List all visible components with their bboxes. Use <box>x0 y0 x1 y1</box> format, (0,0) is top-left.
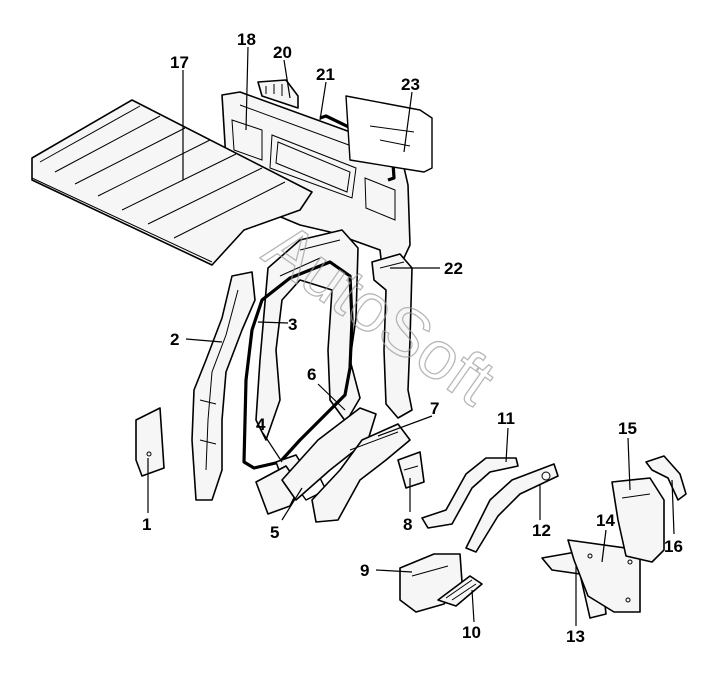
callout-10: 10 <box>462 623 481 642</box>
callout-5: 5 <box>270 523 279 542</box>
callout-23: 23 <box>401 75 420 94</box>
callout-15: 15 <box>618 419 637 438</box>
part-23-rear-glass <box>345 95 433 173</box>
leader-lines <box>147 46 675 626</box>
callout-20: 20 <box>273 43 292 62</box>
part-6-sill-rail <box>281 407 377 501</box>
callout-11: 11 <box>497 409 515 428</box>
callout-3: 3 <box>288 315 297 334</box>
part-17-roof-panel <box>31 99 313 266</box>
callout-22: 22 <box>444 259 463 278</box>
callout-13: 13 <box>566 627 585 646</box>
callout-14: 14 <box>596 511 615 530</box>
callout-16: 16 <box>664 537 683 556</box>
part-11-rear-floor-rail <box>421 457 519 529</box>
callout-labels: 1 2 3 4 5 6 7 8 9 10 11 12 13 14 15 16 1… <box>142 30 683 646</box>
callout-12: 12 <box>532 521 551 540</box>
callout-2: 2 <box>170 330 179 349</box>
callout-9: 9 <box>360 561 369 580</box>
callout-1: 1 <box>142 515 151 534</box>
callout-4: 4 <box>256 415 266 434</box>
callout-21: 21 <box>316 65 335 84</box>
part-22-rear-pillar <box>371 253 413 419</box>
callout-6: 6 <box>307 365 316 384</box>
part-15-corner-panel <box>611 477 665 563</box>
part-1-small-panel <box>135 407 165 477</box>
callout-7: 7 <box>430 399 439 418</box>
part-3-door-seal <box>242 260 354 470</box>
callout-17: 17 <box>170 53 189 72</box>
callout-18: 18 <box>237 30 256 49</box>
part-16-curved-piece <box>645 455 687 501</box>
part-10-grille-piece <box>437 575 483 607</box>
part-12-side-rail <box>465 463 559 553</box>
callout-8: 8 <box>403 515 412 534</box>
part-2-door-pillar <box>191 271 256 501</box>
part-8-small-bracket <box>397 451 425 489</box>
part-7-rocker-panel <box>311 423 411 523</box>
